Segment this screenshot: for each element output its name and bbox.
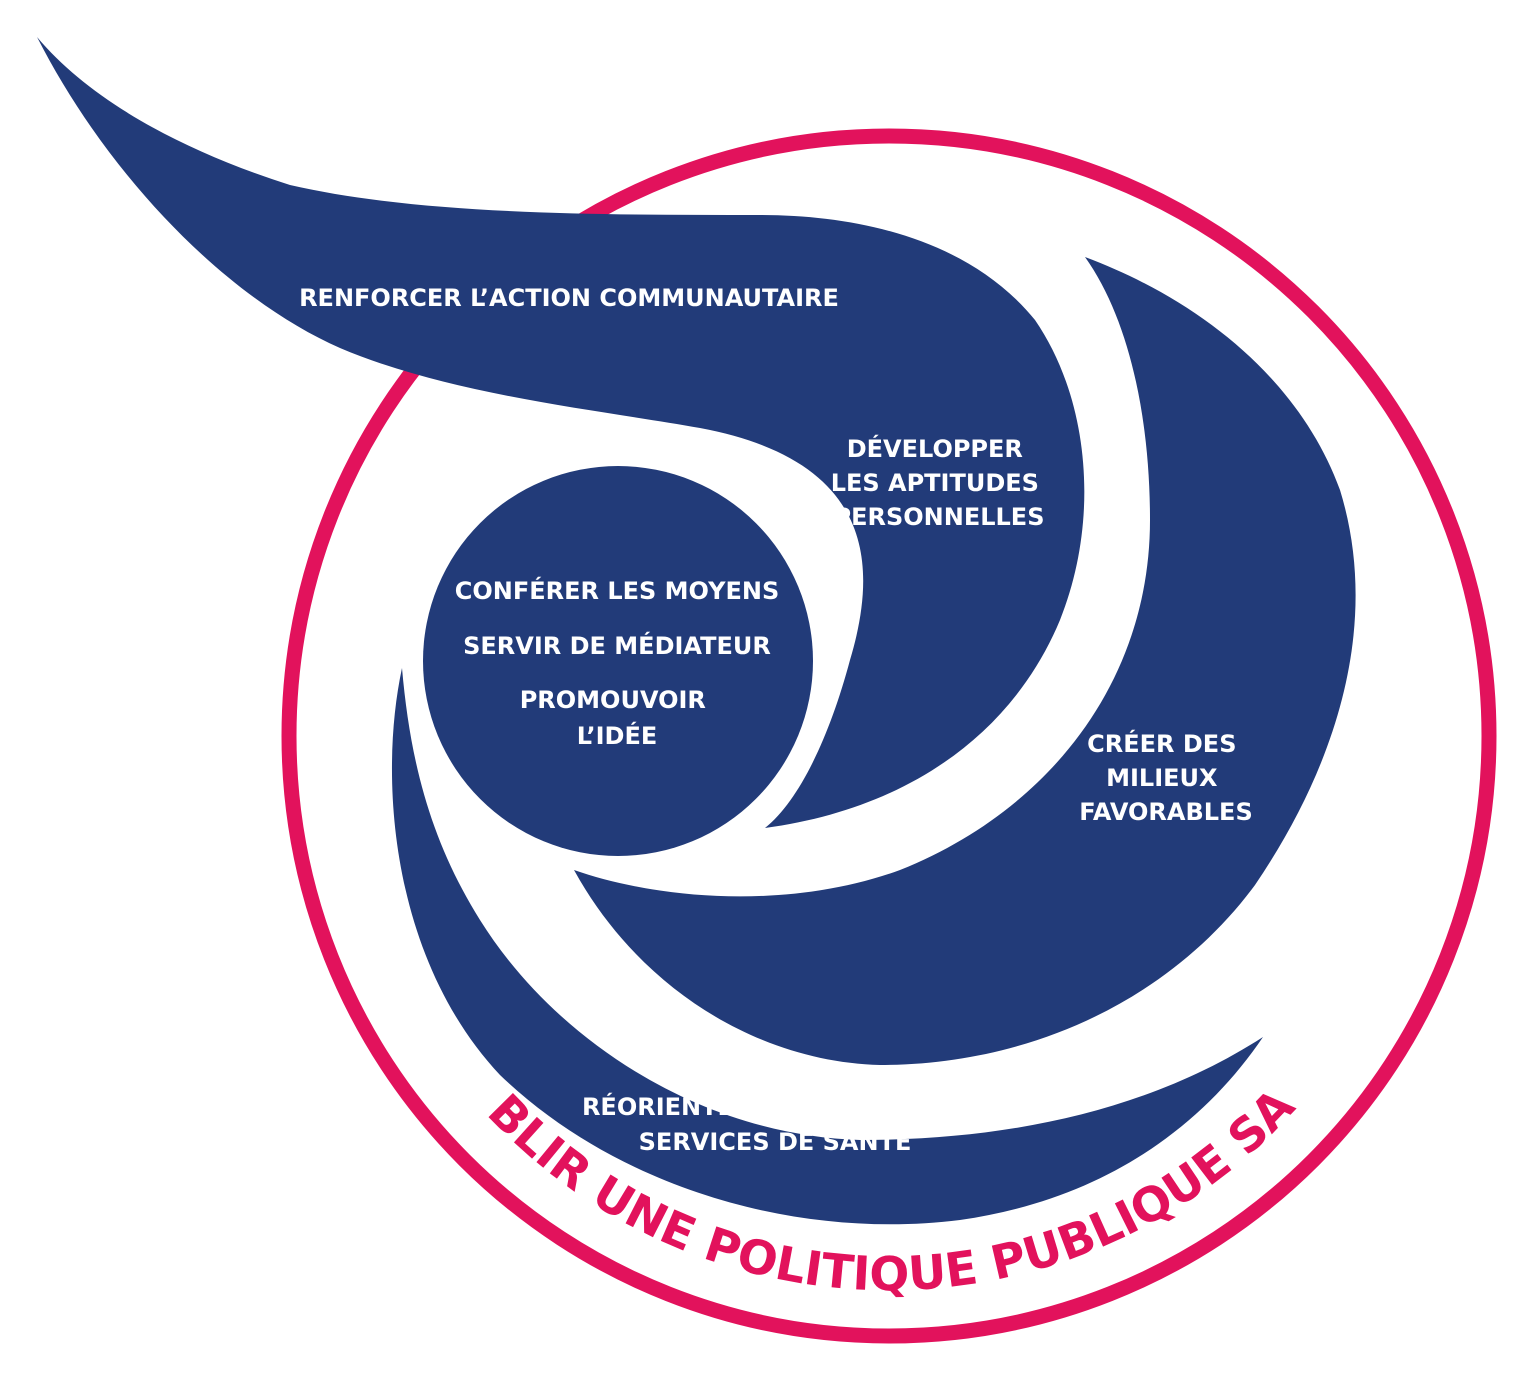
core-advocate-label: PROMOUVOIR L’IDÉE <box>520 686 715 750</box>
reorient-services-swirl <box>391 668 1263 1225</box>
supportive-environments-swirl <box>574 257 1356 1065</box>
supportive-env-line-2: MILIEUX <box>1106 764 1218 792</box>
supportive-environments-label: CRÉER DES MILIEUX FAVORABLES <box>1079 729 1252 826</box>
reorient-services-line-2: SERVICES DE SANTÉ <box>639 1127 912 1156</box>
policy-ring <box>281 128 1497 1344</box>
core-mediate-label: SERVIR DE MÉDIATEUR <box>463 631 771 660</box>
personal-skills-line-2: LES APTITUDES <box>831 469 1039 497</box>
personal-skills-line-3: PERSONNELLES <box>834 503 1045 531</box>
personal-skills-label: DÉVELOPPER LES APTITUDES PERSONNELLES <box>831 434 1048 531</box>
supportive-env-line-3: FAVORABLES <box>1079 798 1252 826</box>
core-advocate-line-2: L’IDÉE <box>577 721 658 750</box>
supportive-env-line-1: CRÉER DES <box>1087 729 1236 758</box>
reorient-services-line-1: RÉORIENTER LES <box>582 1092 810 1121</box>
reorient-services-label: RÉORIENTER LES SERVICES DE SANTÉ <box>582 1092 911 1156</box>
core-circle <box>423 466 813 856</box>
community-action-label: RENFORCER L’ACTION COMMUNAUTAIRE <box>299 284 839 312</box>
core-advocate-line-1: PROMOUVOIR <box>520 686 706 714</box>
personal-skills-line-1: DÉVELOPPER <box>847 434 1023 463</box>
community-action-swirl <box>37 37 1085 828</box>
core-enable-label: CONFÉRER LES MOYENS <box>455 576 780 605</box>
